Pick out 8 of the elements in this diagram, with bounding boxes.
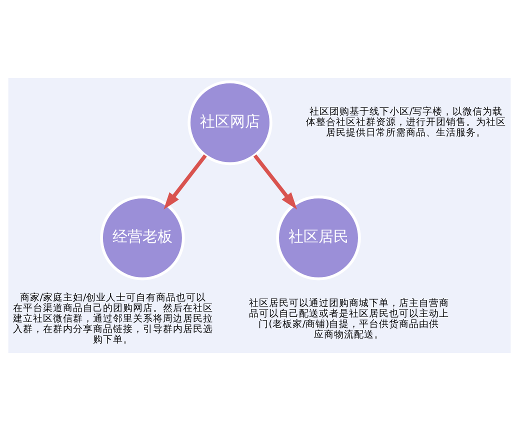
arrow [253,154,298,209]
node-label: 社区团购基于线下小区/写字楼，以微信为载体整合社区社群资源，进行开团销售。为社区居民提供日常所需商品、生活服务。 [306,106,506,138]
node-label: 商家/家庭主妇/创业人士可自有商品也可以在平台渠道商品自己的团购网店。然后在社区建立社区微信群，通过邻里关系将周边居民拉入群，在群内分享商品链接，引导群内居民选购下单。 [12,292,213,346]
node-circle: 社区网店 [188,80,272,165]
node-circle: 社区居民 [276,195,361,280]
arrow [164,154,207,209]
node-label: 社区居民可以通过团购商城下单，店主自营商品可以自己配送或者是社区居民也可以主动上门(老板家/商铺)自提，平台供货商品由供应商物流配送。 [248,297,449,340]
node-circle: 经营老板 [100,195,185,280]
